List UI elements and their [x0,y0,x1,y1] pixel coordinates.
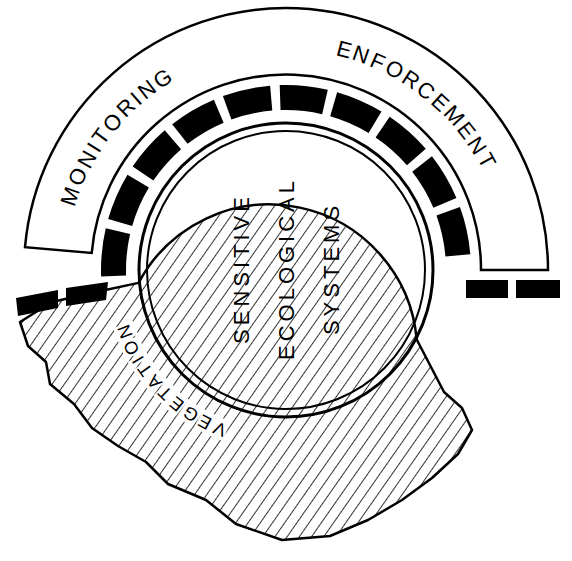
curved-label: VEGETATION [109,315,235,444]
barrier-block [516,280,560,298]
barrier-block [466,280,508,298]
vegetation-outline [20,204,472,540]
vegetation-zone: VEGETATION [16,278,476,544]
node-outline [16,278,476,544]
